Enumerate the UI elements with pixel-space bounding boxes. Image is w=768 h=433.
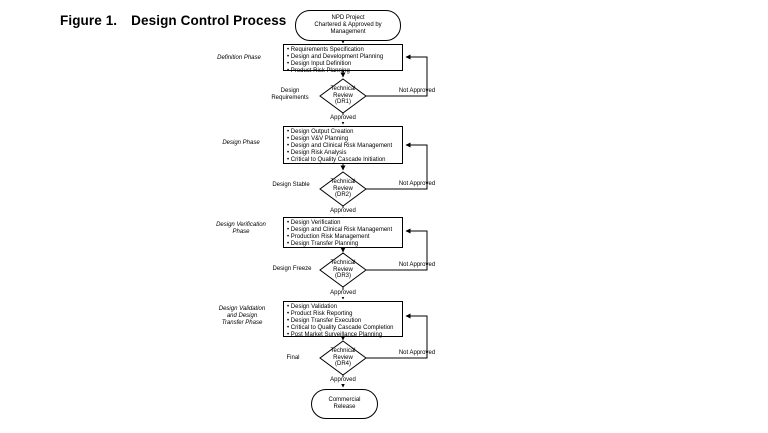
feedback-loop-dr2	[366, 142, 428, 190]
feedback-loop-dr4	[366, 313, 428, 359]
not-approved-label-dr4: Not Approved	[398, 350, 436, 356]
decision-diamond-dr4	[319, 340, 367, 376]
activity-item: Post Market Surveillance Planning	[287, 332, 400, 339]
review-text-dr3: Technical Review (DR3)	[330, 260, 356, 280]
figure-label: Figure 1.	[60, 13, 118, 28]
start-node: NPD Project Chartered & Approved by Mana…	[295, 10, 401, 41]
activities-box-phase4: Design Validation Product Risk Reporting…	[283, 301, 403, 339]
gate-label-dr4: Final	[286, 355, 300, 361]
approved-label-dr4: Approved	[323, 377, 363, 384]
approved-label-dr1: Approved	[323, 115, 363, 122]
phase-label-validation-transfer: Design Validation and Design Transfer Ph…	[218, 306, 266, 327]
phase-label-design-verification: Design Verification Phase	[216, 222, 266, 236]
review-text-dr1: Technical Review (DR1)	[330, 86, 356, 106]
activity-item: Design Output Creation	[287, 129, 400, 136]
not-approved-label-dr2: Not Approved	[398, 181, 436, 187]
activity-item: Production Risk Management	[287, 234, 400, 241]
activities-box-phase1: Requirements Specification Design and De…	[283, 44, 403, 74]
decision-diamond-dr3	[319, 252, 367, 288]
activity-item: Product Risk Planning	[287, 68, 400, 75]
approved-label-dr2: Approved	[323, 208, 363, 215]
activity-item: Design Risk Analysis	[287, 150, 400, 157]
decision-diamond-dr1	[319, 78, 367, 114]
activity-item: Design Verification	[287, 220, 400, 227]
gate-label-dr2: Design Stable	[272, 182, 310, 188]
phase-label-design: Design Phase	[222, 140, 260, 146]
activity-item: Design and Clinical Risk Management	[287, 227, 400, 234]
gate-label-dr1: Design Requirements	[271, 88, 309, 102]
activities-box-phase3: Design Verification Design and Clinical …	[283, 217, 403, 248]
activity-item: Design and Clinical Risk Management	[287, 143, 400, 150]
phase-label-definition: Definition Phase	[217, 55, 261, 61]
feedback-loop-dr1	[366, 54, 428, 97]
approved-label-dr3: Approved	[323, 290, 363, 297]
activities-box-phase2: Design Output Creation Design V&V Planni…	[283, 126, 403, 164]
activity-item: Requirements Specification	[287, 47, 400, 54]
not-approved-label-dr1: Not Approved	[398, 88, 436, 94]
activity-item: Design Transfer Execution	[287, 318, 400, 325]
review-text-dr2: Technical Review (DR2)	[330, 179, 356, 199]
activity-item: Critical to Quality Cascade Completion	[287, 325, 400, 332]
activity-item: Product Risk Reporting	[287, 311, 400, 318]
activity-item: Critical to Quality Cascade Initiation	[287, 157, 400, 164]
activity-item: Design Transfer Planning	[287, 241, 400, 248]
review-text-dr4: Technical Review (DR4)	[330, 348, 356, 368]
feedback-loop-dr3	[366, 228, 428, 271]
activity-item: Design V&V Planning	[287, 136, 400, 143]
activity-item: Design Input Definition	[287, 61, 400, 68]
activity-item: Design Validation	[287, 304, 400, 311]
figure-title-text: Design Control Process	[131, 13, 287, 28]
figure-title: Figure 1. Design Control Process	[60, 13, 286, 28]
decision-diamond-dr2	[319, 171, 367, 207]
not-approved-label-dr3: Not Approved	[398, 262, 436, 268]
activity-item: Design and Development Planning	[287, 54, 400, 61]
gate-label-dr3: Design Freeze	[272, 266, 312, 272]
end-node: Commercial Release	[311, 389, 378, 419]
